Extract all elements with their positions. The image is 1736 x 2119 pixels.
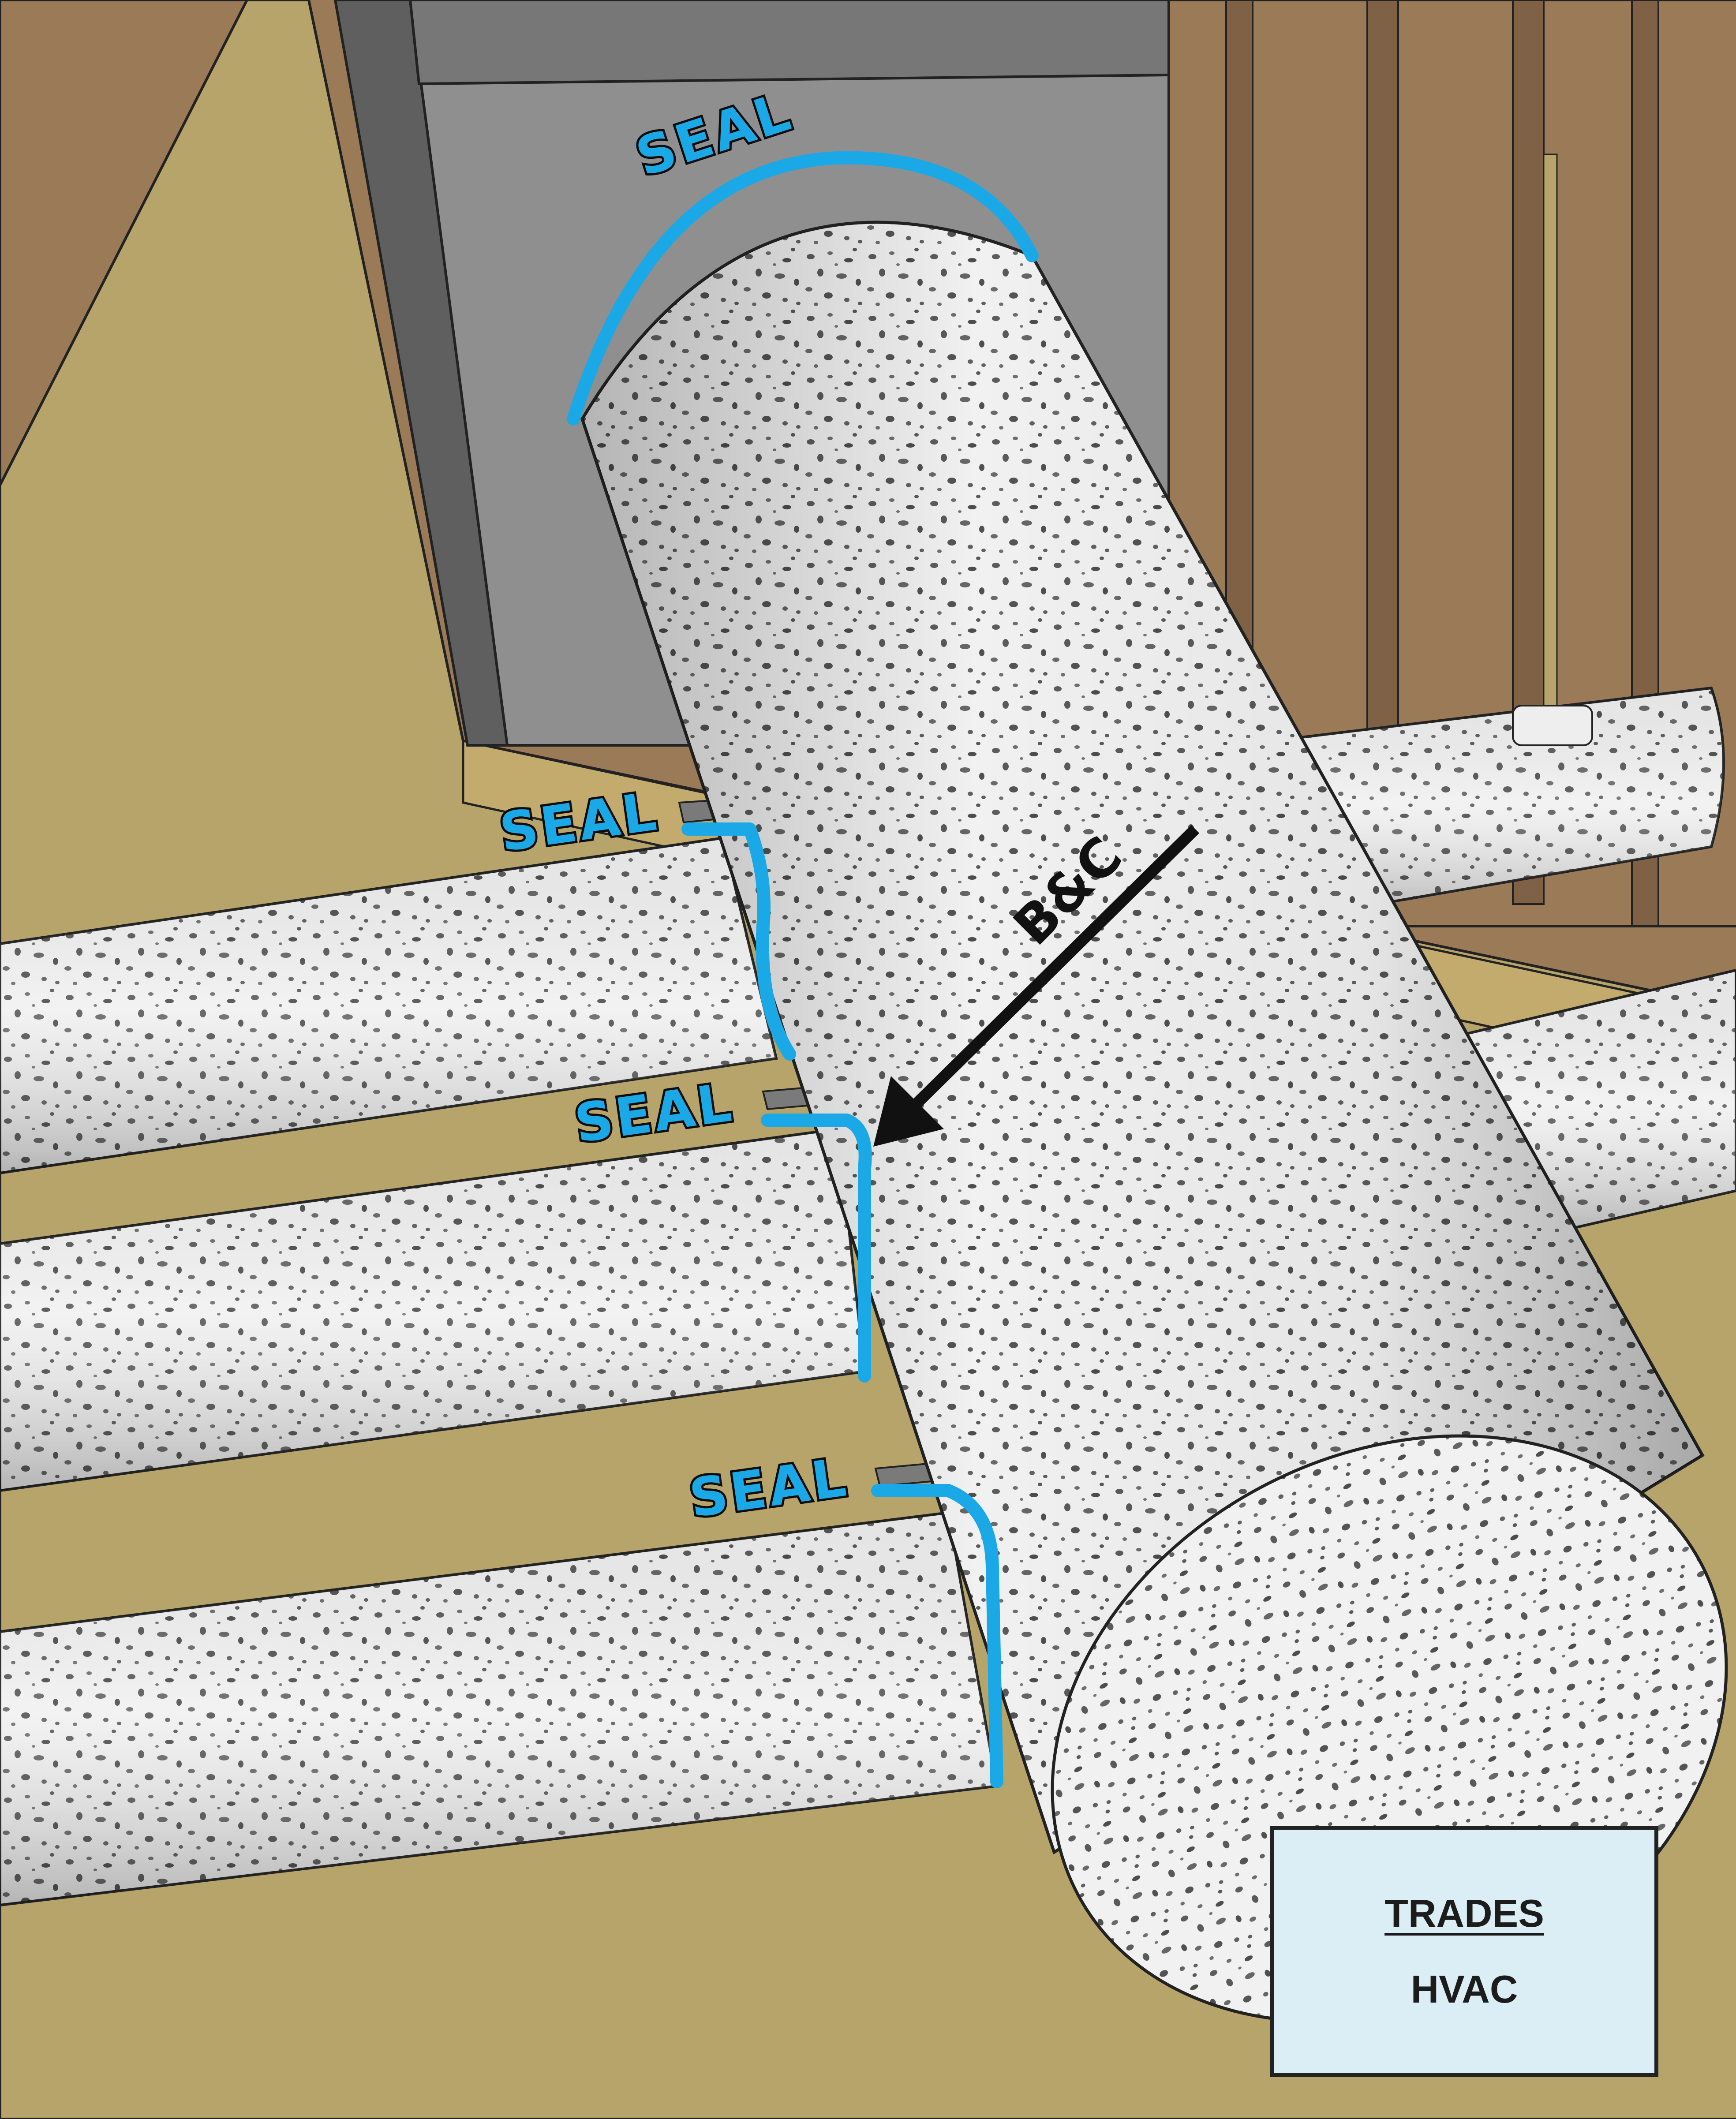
- main-trunk-duct: [580, 220, 1728, 2023]
- osb-left-shadow: [0, 0, 249, 486]
- branch-pipe-1: [0, 797, 778, 1175]
- trades-legend-box: TRADES HVAC: [1270, 1826, 1658, 2077]
- trades-title: TRADES: [1384, 1891, 1544, 1935]
- seal-lines: [567, 151, 1039, 1788]
- seal-line-top: [567, 151, 1039, 426]
- seal-line-upper: [681, 822, 796, 1061]
- branch-pipe-3: [0, 1458, 999, 1907]
- bc-arrow: [873, 825, 1200, 1147]
- branch-pipe-2: [0, 1084, 866, 1492]
- trades-value: HVAC: [1410, 1967, 1518, 2011]
- seal-line-lower: [871, 1484, 1003, 1788]
- seal-line-middle: [761, 1114, 872, 1383]
